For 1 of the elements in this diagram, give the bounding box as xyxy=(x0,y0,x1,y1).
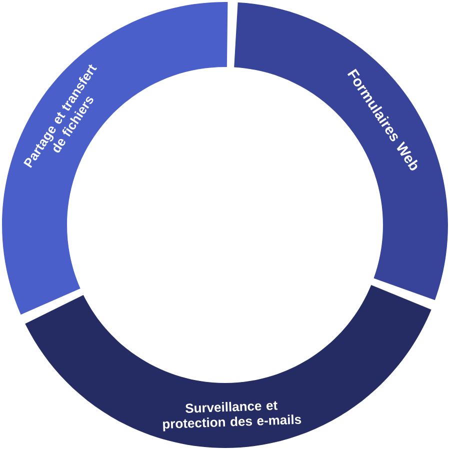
ring-segment: Surveillance et protection des e-mails xyxy=(25,284,432,448)
